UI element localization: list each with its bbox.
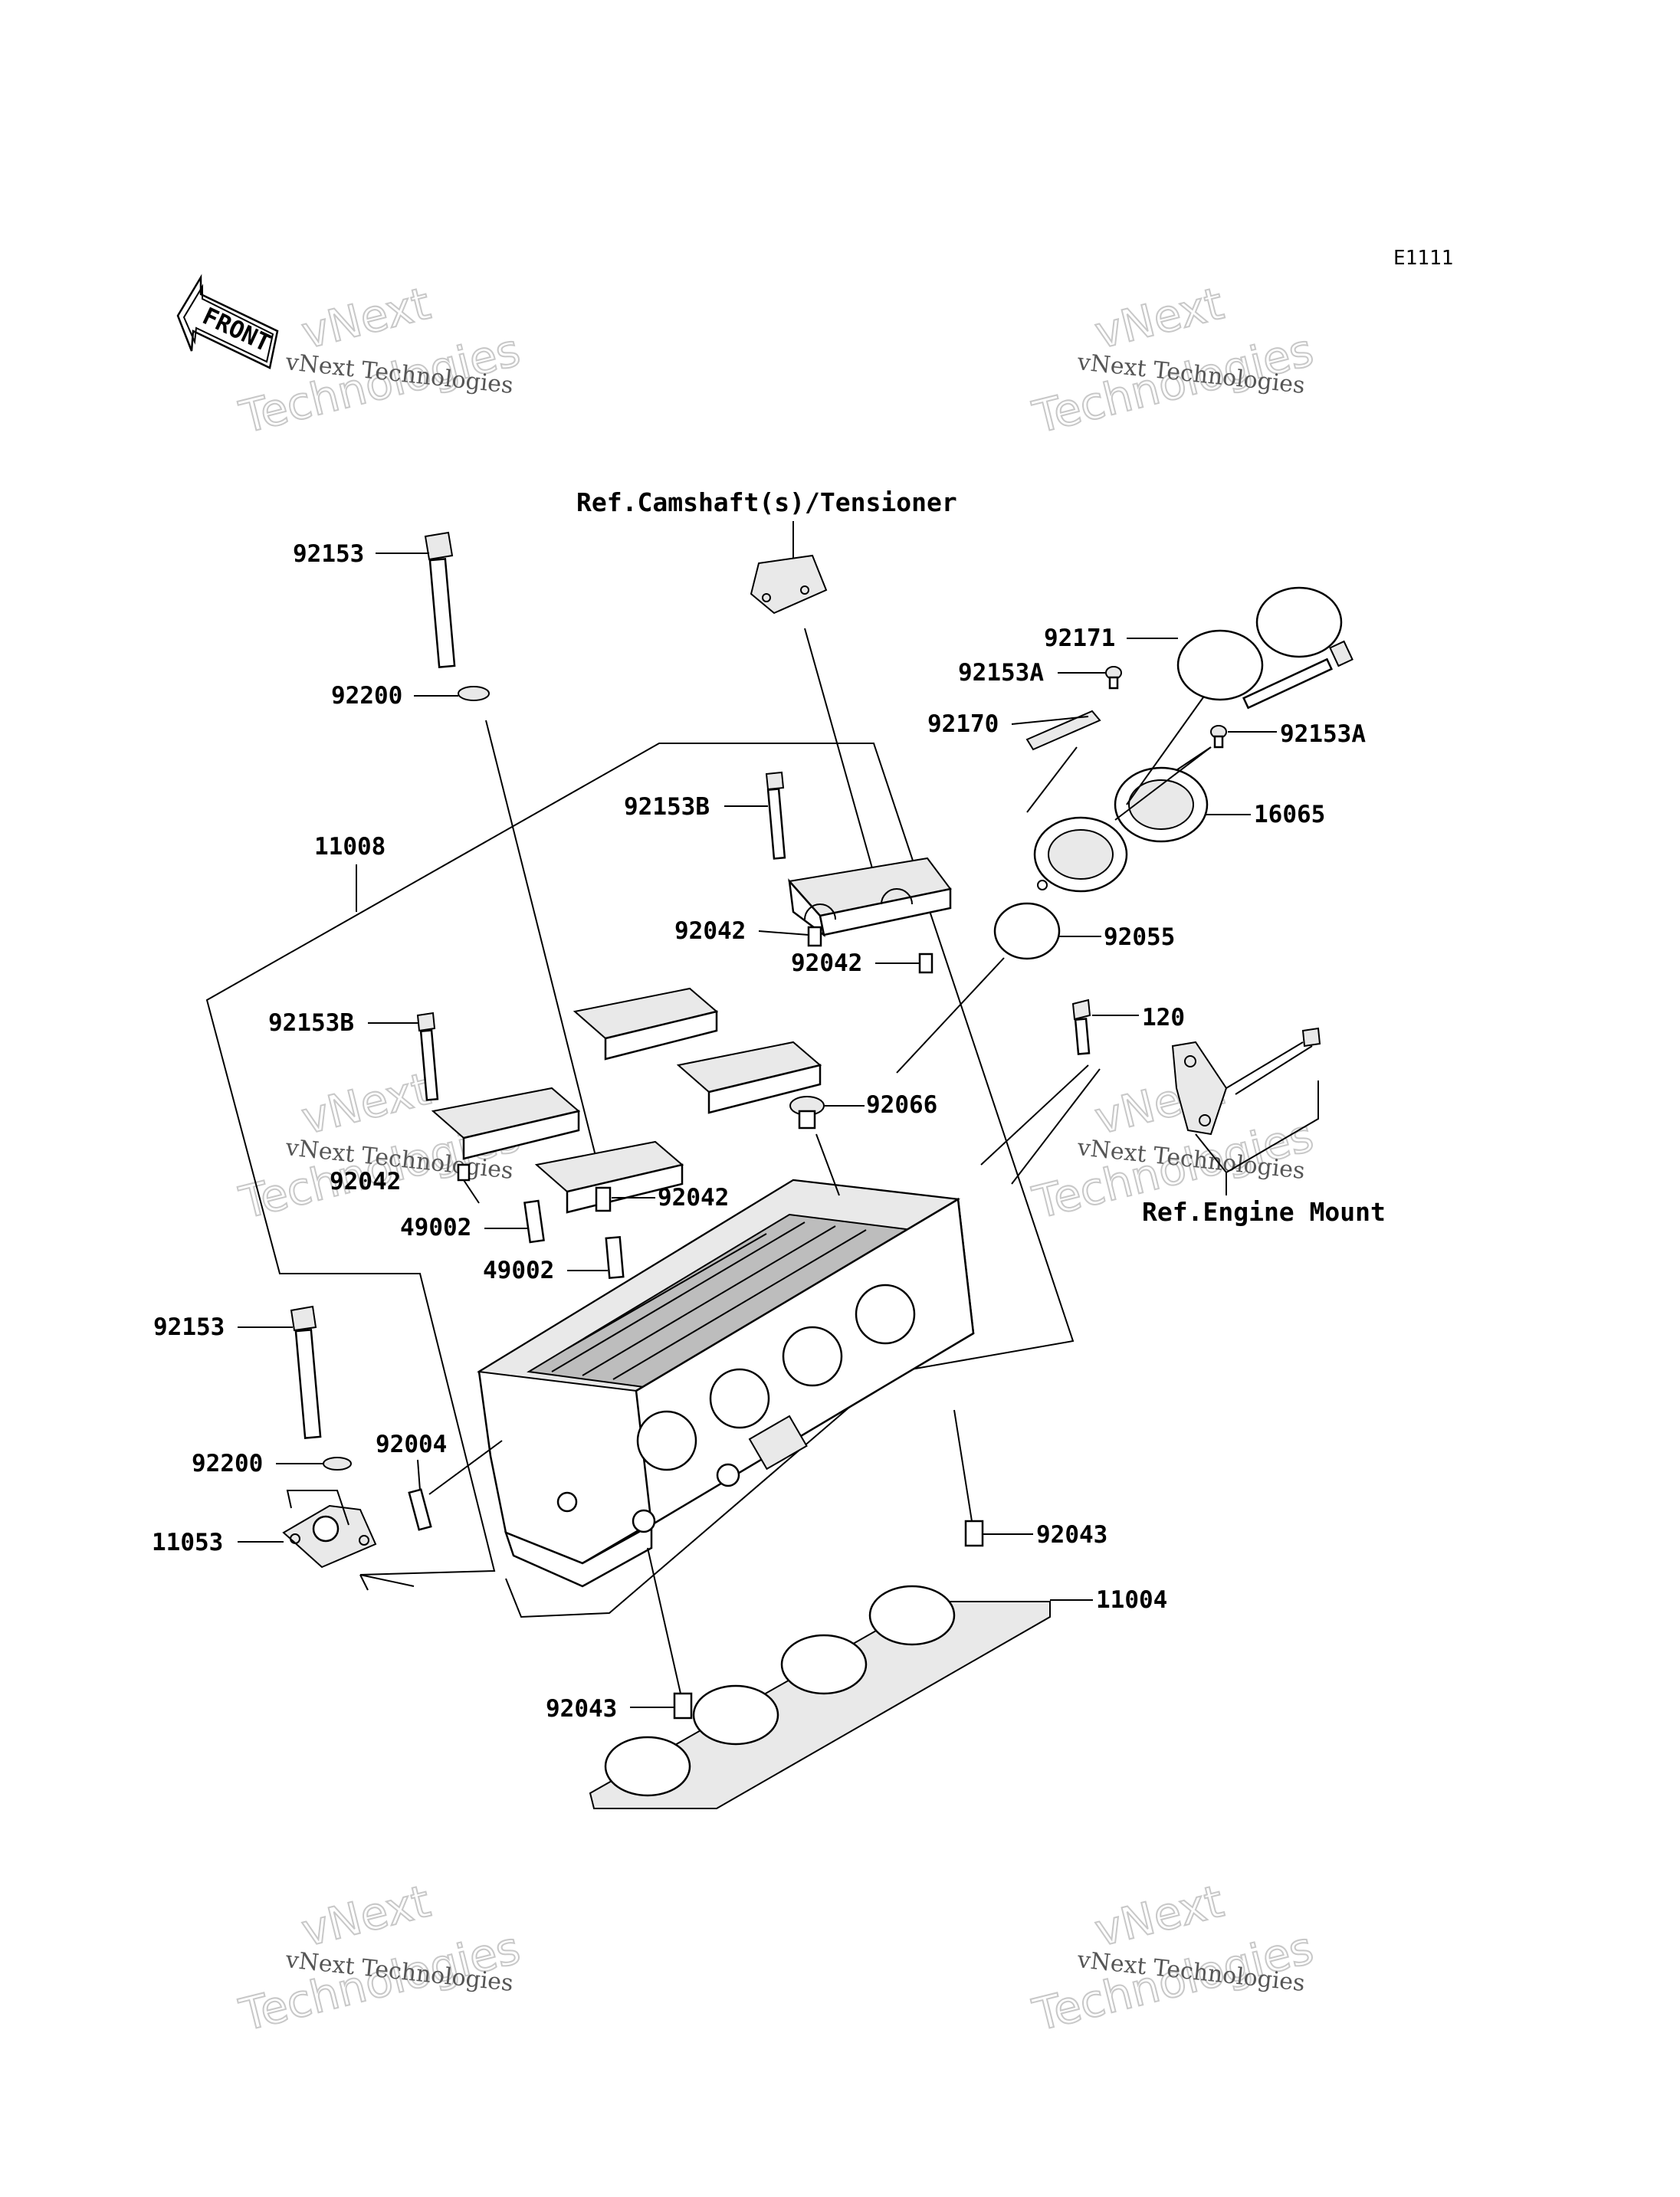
bolt-92153B-upper — [765, 771, 786, 860]
ref-engine-mount-label: Ref.Engine Mount — [1142, 1197, 1386, 1227]
label-92042-d: 92042 — [658, 1184, 729, 1212]
label-11053: 11053 — [152, 1529, 223, 1556]
svg-text:vNext: vNext — [1090, 1875, 1229, 1957]
label-92042-a: 92042 — [674, 917, 746, 945]
watermark-bottom-left: vNext Technologies vNext Technologies — [234, 1874, 526, 2042]
label-92171: 92171 — [1044, 625, 1115, 652]
dowel-92042-a — [807, 926, 822, 947]
bolt-92153-bottom — [290, 1305, 322, 1439]
label-92153A-a: 92153A — [958, 659, 1044, 687]
label-92153-bottom: 92153 — [153, 1313, 225, 1341]
label-49002-b: 49002 — [483, 1257, 554, 1284]
clamp-92171 — [1176, 586, 1354, 710]
bolt-120 — [1071, 998, 1091, 1055]
bolt-92153-top — [424, 531, 456, 668]
dowel-92043-a — [964, 1520, 984, 1547]
label-92042-b: 92042 — [791, 949, 862, 977]
label-92170: 92170 — [927, 710, 999, 738]
label-92055: 92055 — [1104, 923, 1175, 951]
label-11008: 11008 — [314, 833, 386, 861]
bolt-92153B-lower — [416, 1012, 439, 1101]
label-92043-b: 92043 — [546, 1695, 617, 1723]
stud-92004 — [408, 1488, 432, 1531]
ref-camshaft-label: Ref.Camshaft(s)/Tensioner — [576, 487, 957, 517]
camshaft-cap-upper — [788, 857, 952, 937]
diagram-code: E1111 — [1393, 247, 1453, 270]
engine-mount-bracket — [1171, 1027, 1321, 1136]
holder-16065 — [1033, 766, 1209, 893]
gasket-11004 — [589, 1585, 1051, 1809]
label-92043-a: 92043 — [1036, 1521, 1107, 1549]
svg-text:vNext: vNext — [1090, 277, 1229, 359]
tensioner-part — [750, 554, 828, 615]
label-92200-top: 92200 — [331, 682, 402, 710]
washer-92200-top — [458, 686, 490, 701]
watermark-top-right: vNext Technologies vNext Technologies — [1027, 277, 1319, 444]
svg-text:vNext: vNext — [297, 1063, 435, 1145]
label-92042-c: 92042 — [330, 1168, 401, 1195]
guide-49002-a — [523, 1199, 545, 1244]
label-92153-top: 92153 — [293, 540, 364, 568]
plug-92066 — [789, 1096, 825, 1130]
svg-text:vNext: vNext — [297, 277, 435, 359]
dowel-92042-b — [918, 953, 934, 974]
screw-92153A-b — [1210, 725, 1227, 749]
label-16065: 16065 — [1254, 801, 1325, 828]
cylinder-head — [477, 1179, 975, 1588]
watermark-top-left: vNext Technologies vNext Technologies — [234, 277, 526, 444]
dowel-92042-c — [457, 1163, 471, 1182]
washer-92200-bottom — [323, 1457, 352, 1471]
screw-92153A-a — [1105, 666, 1122, 690]
label-92153B-upper: 92153B — [624, 793, 710, 821]
camshaft-cap-row — [431, 987, 822, 1214]
watermark-bottom-right: vNext Technologies vNext Technologies — [1027, 1874, 1319, 2042]
dowel-92043-b — [673, 1692, 693, 1720]
assembly-bracket-outline — [205, 743, 812, 1587]
label-11004: 11004 — [1096, 1586, 1167, 1614]
label-92153B-lower: 92153B — [268, 1009, 354, 1037]
bracket-11053 — [282, 1504, 377, 1569]
label-49002-a: 49002 — [400, 1214, 471, 1241]
label-120: 120 — [1142, 1004, 1185, 1031]
oring-92055 — [993, 902, 1061, 960]
dowel-92042-d — [595, 1186, 612, 1212]
front-arrow-icon: FRONT — [176, 274, 279, 369]
svg-text:vNext: vNext — [297, 1875, 435, 1957]
guide-49002-b — [605, 1235, 625, 1280]
label-92066: 92066 — [866, 1091, 937, 1119]
label-92200-bottom: 92200 — [192, 1450, 263, 1477]
label-92153A-b: 92153A — [1280, 720, 1366, 748]
plate-92170 — [1025, 710, 1101, 751]
label-92004: 92004 — [376, 1431, 447, 1458]
